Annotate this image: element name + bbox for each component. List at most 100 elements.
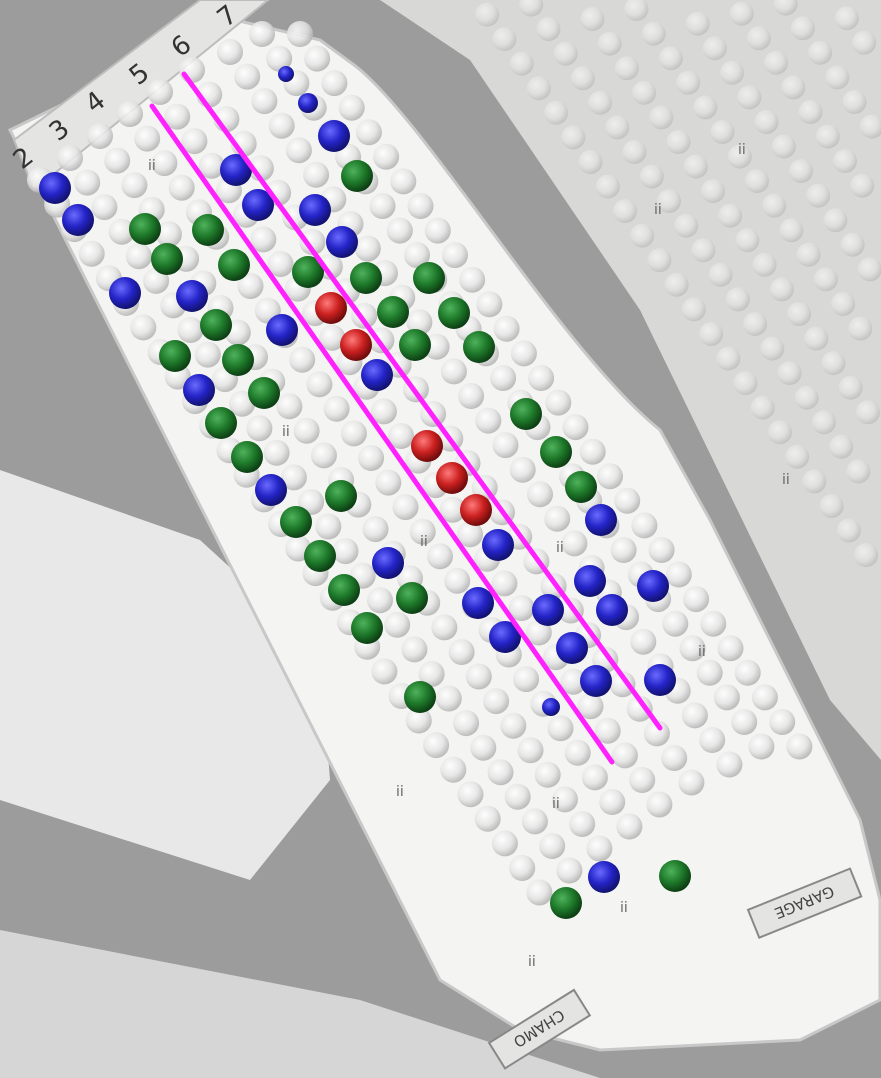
- tray-well: [599, 789, 625, 815]
- cell-mark: ii: [148, 158, 156, 174]
- green-bead: [659, 860, 691, 892]
- right-tray-well: [475, 3, 499, 27]
- green-bead: [159, 340, 191, 372]
- tray-well: [569, 811, 595, 837]
- right-tray-well: [682, 297, 706, 321]
- tray-well: [563, 414, 589, 440]
- right-tray-well: [797, 243, 821, 267]
- right-tray-well: [841, 233, 865, 257]
- right-tray-well: [674, 214, 698, 238]
- blue-bead: [176, 280, 208, 312]
- blue-bead: [183, 374, 215, 406]
- right-tray-well: [492, 27, 516, 51]
- right-tray-well: [691, 238, 715, 262]
- green-bead: [377, 296, 409, 328]
- tray-well: [393, 494, 419, 520]
- right-tray-well: [711, 120, 735, 144]
- tray-well: [505, 784, 531, 810]
- tray-well: [662, 611, 688, 637]
- blue-bead: [255, 474, 287, 506]
- tray-well: [535, 762, 561, 788]
- tray-well: [195, 342, 221, 368]
- tray-well: [630, 629, 656, 655]
- tray-well: [458, 781, 484, 807]
- tray-well: [375, 470, 401, 496]
- right-tray-well: [787, 302, 811, 326]
- tray-well: [500, 713, 526, 739]
- tray-well: [475, 806, 501, 832]
- right-tray-well: [789, 159, 813, 183]
- tray-well: [358, 445, 384, 471]
- blue-bead: [585, 504, 617, 536]
- tray-well: [459, 267, 485, 293]
- green-bead: [540, 436, 572, 468]
- right-tray-well: [768, 420, 792, 444]
- tray-well: [339, 95, 365, 121]
- red-bead: [315, 292, 347, 324]
- right-tray-well: [701, 179, 725, 203]
- tray-well: [121, 172, 147, 198]
- tray-well: [683, 586, 709, 612]
- tray-well: [597, 463, 623, 489]
- right-tray-well: [718, 204, 742, 228]
- right-tray-well: [588, 91, 612, 115]
- tray-well: [441, 358, 467, 384]
- tray-well: [306, 371, 332, 397]
- green-bead: [231, 441, 263, 473]
- green-bead: [399, 329, 431, 361]
- tray-well: [246, 415, 272, 441]
- tray-well: [287, 21, 313, 47]
- blue-bead: [574, 565, 606, 597]
- tray-well: [752, 684, 778, 710]
- tray-well: [511, 340, 537, 366]
- right-tray-well: [510, 52, 534, 76]
- tray-well: [580, 439, 606, 465]
- blue-bead: [298, 93, 318, 113]
- tray-well: [423, 732, 449, 758]
- blue-bead: [361, 359, 393, 391]
- right-tray-well: [781, 75, 805, 99]
- right-tray-well: [820, 494, 844, 518]
- green-bead: [328, 574, 360, 606]
- tray-well: [79, 241, 105, 267]
- blue-bead: [482, 529, 514, 561]
- blue-bead: [462, 587, 494, 619]
- right-tray-well: [630, 224, 654, 248]
- right-tray-well: [823, 208, 847, 232]
- tray-well: [440, 757, 466, 783]
- tray-well: [425, 218, 451, 244]
- green-bead: [396, 582, 428, 614]
- right-tray-well: [720, 61, 744, 85]
- tray-well: [249, 21, 275, 47]
- right-tray-well: [703, 36, 727, 60]
- right-tray-well: [730, 2, 754, 26]
- tray-well: [408, 193, 434, 219]
- green-bead: [205, 407, 237, 439]
- tray-well: [611, 537, 637, 563]
- tray-well: [453, 710, 479, 736]
- green-bead: [200, 309, 232, 341]
- cell-mark: ii: [698, 644, 706, 660]
- tray-well: [234, 64, 260, 90]
- green-bead: [222, 344, 254, 376]
- right-tray-well: [848, 317, 872, 341]
- right-tray-well: [829, 435, 853, 459]
- right-tray-well: [737, 85, 761, 109]
- right-tray-well: [596, 175, 620, 199]
- right-tray-well: [615, 56, 639, 80]
- tray-well: [390, 168, 416, 194]
- tray-well: [699, 727, 725, 753]
- green-bead: [565, 471, 597, 503]
- right-tray-well: [837, 519, 861, 543]
- tray-well: [311, 442, 337, 468]
- right-tray-well: [580, 7, 604, 31]
- tray-well: [373, 144, 399, 170]
- green-bead: [192, 214, 224, 246]
- tray-well: [427, 543, 453, 569]
- right-tray-well: [623, 140, 647, 164]
- tray-well: [134, 126, 160, 152]
- tray-well: [483, 688, 509, 714]
- right-tray-well: [846, 459, 870, 483]
- tray-well: [363, 516, 389, 542]
- tray-well: [786, 734, 812, 760]
